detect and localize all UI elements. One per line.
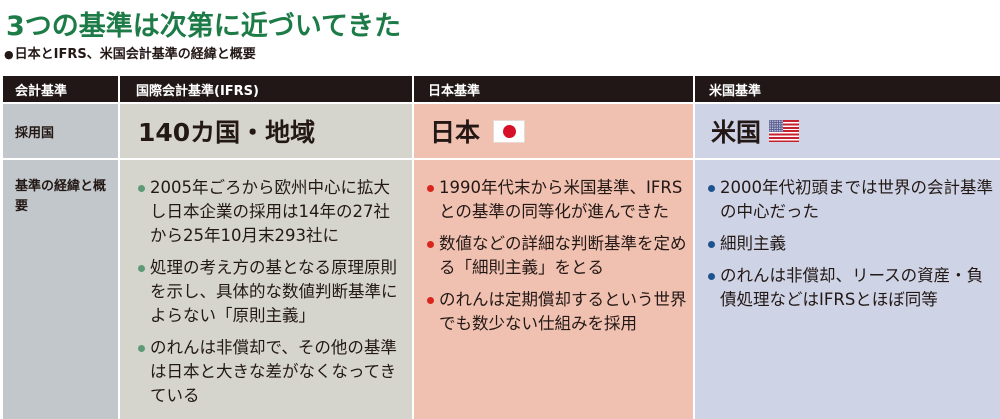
list-item-text: 2005年ごろから欧州中心に拡大し日本企業の採用は14年の27社から25年10月… xyxy=(150,178,390,245)
list-item: 2000年代初頭までは世界の会計基準の中心だった xyxy=(708,176,994,224)
bullet-icon xyxy=(138,265,145,272)
ifrs-adoption: 140カ国・地域 xyxy=(120,104,412,158)
japan-adoption-text: 日本 xyxy=(430,118,481,147)
us-flag-icon xyxy=(769,120,800,142)
list-item-text: のれんは定期償却するという世界でも数少ない仕組みを採用 xyxy=(439,290,687,333)
list-item-text: 2000年代初頭までは世界の会計基準の中心だった xyxy=(720,178,993,221)
list-item: 細則主義 xyxy=(708,232,994,256)
subtitle-text: 日本とIFRS、米国会計基準の経緯と概要 xyxy=(14,47,256,62)
list-item-text: 処理の考え方の基となる原理原則を示し、具体的な数値判断基準によらない「原則主義」 xyxy=(150,258,398,325)
ifrs-history: 2005年ごろから欧州中心に拡大し日本企業の採用は14年の27社から25年10月… xyxy=(120,160,412,419)
japan-flag-icon xyxy=(494,120,525,142)
bullet-icon xyxy=(427,241,434,248)
bullet-icon xyxy=(708,273,715,280)
list-item: 処理の考え方の基となる原理原則を示し、具体的な数値判断基準によらない「原則主義」 xyxy=(138,256,406,328)
comparison-table: 会計基準 国際会計基準(IFRS) 日本基準 米国基準 採用国 140カ国・地域… xyxy=(3,76,1000,419)
header-us-gaap: 米国基準 xyxy=(695,76,1000,102)
bullet-icon xyxy=(138,345,145,352)
figure-title: 3つの基準は次第に近づいてきた xyxy=(6,11,402,42)
header-accounting-standard: 会計基準 xyxy=(3,76,118,102)
bullet-icon xyxy=(427,185,434,192)
bullet-icon xyxy=(708,241,715,248)
header-ifrs: 国際会計基準(IFRS) xyxy=(120,76,412,102)
us-adoption-text: 米国 xyxy=(711,118,762,147)
list-item: のれんは非償却で、その他の基準は日本と大きな差がなくなってきている xyxy=(138,336,406,408)
us-adoption: 米国 xyxy=(695,104,1000,158)
row-label-adoption: 採用国 xyxy=(3,104,118,158)
list-item: 2005年ごろから欧州中心に拡大し日本企業の採用は14年の27社から25年10月… xyxy=(138,176,406,248)
figure-subtitle: ●日本とIFRS、米国会計基準の経緯と概要 xyxy=(4,43,256,62)
row-label-history: 基準の経緯と概要 xyxy=(3,160,118,419)
us-history: 2000年代初頭までは世界の会計基準の中心だった 細則主義 のれんは非償却、リー… xyxy=(695,160,1000,419)
bullet-icon xyxy=(708,185,715,192)
list-item: 数値などの詳細な判断基準を定める「細則主義」をとる xyxy=(427,232,687,280)
japan-history: 1990年代末から米国基準、IFRSとの基準の同等化が進んできた 数値などの詳細… xyxy=(414,160,693,419)
header-japan-gaap: 日本基準 xyxy=(414,76,693,102)
list-item: 1990年代末から米国基準、IFRSとの基準の同等化が進んできた xyxy=(427,176,687,224)
bullet-icon xyxy=(138,185,145,192)
ifrs-adoption-text: 140カ国・地域 xyxy=(138,118,316,147)
list-item-text: 1990年代末から米国基準、IFRSとの基準の同等化が進んできた xyxy=(439,178,683,221)
list-item: のれんは非償却、リースの資産・負債処理などはIFRSとほぼ同等 xyxy=(708,264,994,312)
list-item-text: 細則主義 xyxy=(720,234,786,253)
list-item: のれんは定期償却するという世界でも数少ない仕組みを採用 xyxy=(427,288,687,336)
japan-adoption: 日本 xyxy=(414,104,693,158)
list-item-text: 数値などの詳細な判断基準を定める「細則主義」をとる xyxy=(439,234,687,277)
list-item-text: のれんは非償却で、その他の基準は日本と大きな差がなくなってきている xyxy=(150,338,397,405)
bullet-icon: ● xyxy=(4,48,14,61)
list-item-text: のれんは非償却、リースの資産・負債処理などはIFRSとほぼ同等 xyxy=(720,266,984,309)
bullet-icon xyxy=(427,297,434,304)
